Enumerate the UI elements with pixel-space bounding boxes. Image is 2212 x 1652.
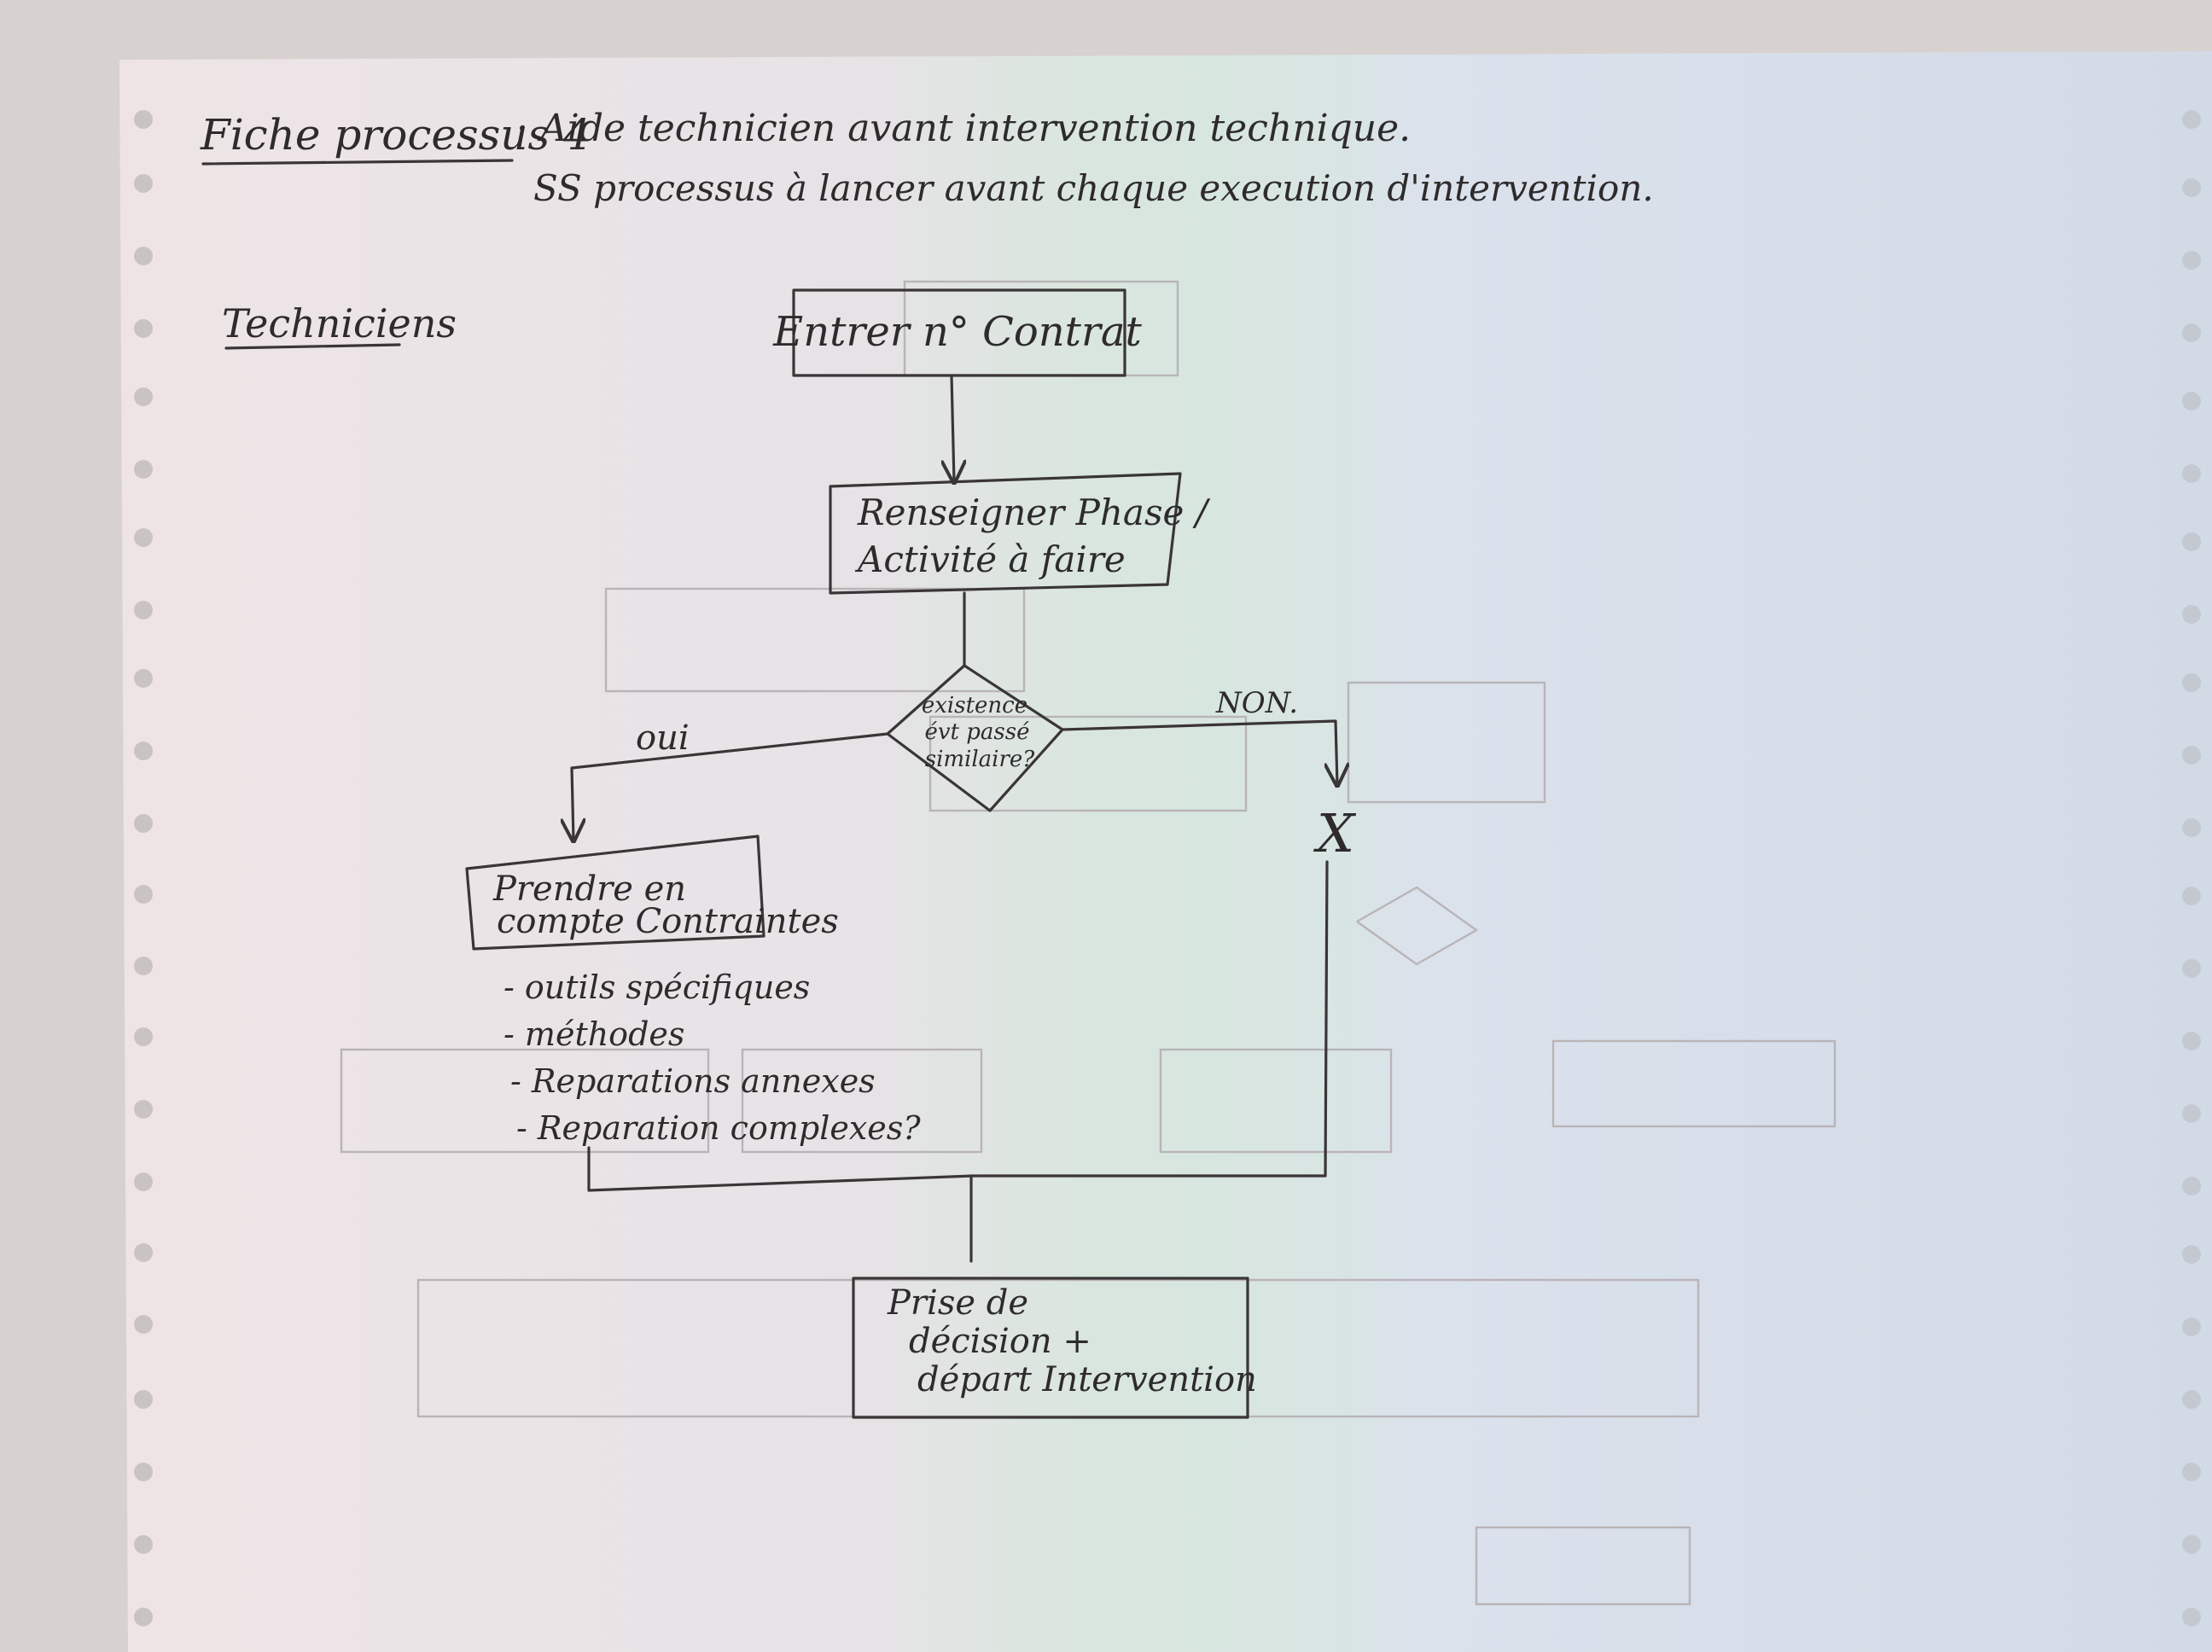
final-line-1: Prise de <box>887 1283 1028 1323</box>
step-constraints: Prendre en compte Contraintes <box>465 835 839 951</box>
decision-line-3: similaire? <box>925 747 1036 772</box>
step-constraints-line-1: Prendre en <box>492 870 686 909</box>
step-constraints-line-2: compte Contraintes <box>497 902 839 941</box>
connector-step1-step2 <box>952 374 954 482</box>
lane-label: Techniciens <box>222 300 457 350</box>
constraints-list: - outils spécifiques - méthodes - Repara… <box>504 969 921 1147</box>
perforation-holes-right <box>2182 110 2201 1626</box>
step-fill-phase-line-2: Activité à faire <box>854 538 1126 580</box>
decision-similar-event: existence évt passé similaire? <box>886 664 1064 812</box>
step-decision-departure: Prise de décision + départ Intervention <box>852 1277 1257 1419</box>
branch-no-label: NON. <box>1215 686 1298 720</box>
lane-label-text: Techniciens <box>222 300 457 346</box>
merge-connector <box>587 1146 975 1263</box>
final-line-2: décision + <box>909 1322 1091 1361</box>
constraint-item-2: - méthodes <box>504 1015 684 1053</box>
branch-no-end-mark: X <box>1313 802 1357 864</box>
step-enter-contract-label: Entrer n° Contrat <box>772 308 1142 356</box>
branch-yes: oui <box>572 718 889 841</box>
page-title: Fiche processus 4 <box>200 110 591 160</box>
decision-line-1: existence <box>922 693 1027 718</box>
page-subtitle-line-2: SS processus à lancer avant chaque execu… <box>533 167 1654 209</box>
step-fill-phase: Renseigner Phase / Activité à faire <box>829 472 1211 595</box>
header: Fiche processus 4 · Aide technicien avan… <box>200 107 1654 209</box>
constraint-item-3: - Reparations annexes <box>510 1062 876 1100</box>
constraint-item-1: - outils spécifiques <box>504 969 810 1006</box>
branch-yes-label: oui <box>636 718 690 758</box>
final-line-3: départ Intervention <box>917 1360 1257 1399</box>
page-subtitle-line-1: · Aide technicien avant intervention tec… <box>516 107 1411 150</box>
step-fill-phase-line-1: Renseigner Phase / <box>857 492 1211 533</box>
paper-sheet <box>119 51 2212 1652</box>
branch-no: NON. X <box>971 686 1357 1178</box>
decision-line-2: évt passé <box>924 719 1029 745</box>
perforation-holes-left <box>134 110 153 1626</box>
constraint-item-4: - Reparation complexes? <box>516 1109 921 1147</box>
step-enter-contract: Entrer n° Contrat <box>772 288 1143 377</box>
